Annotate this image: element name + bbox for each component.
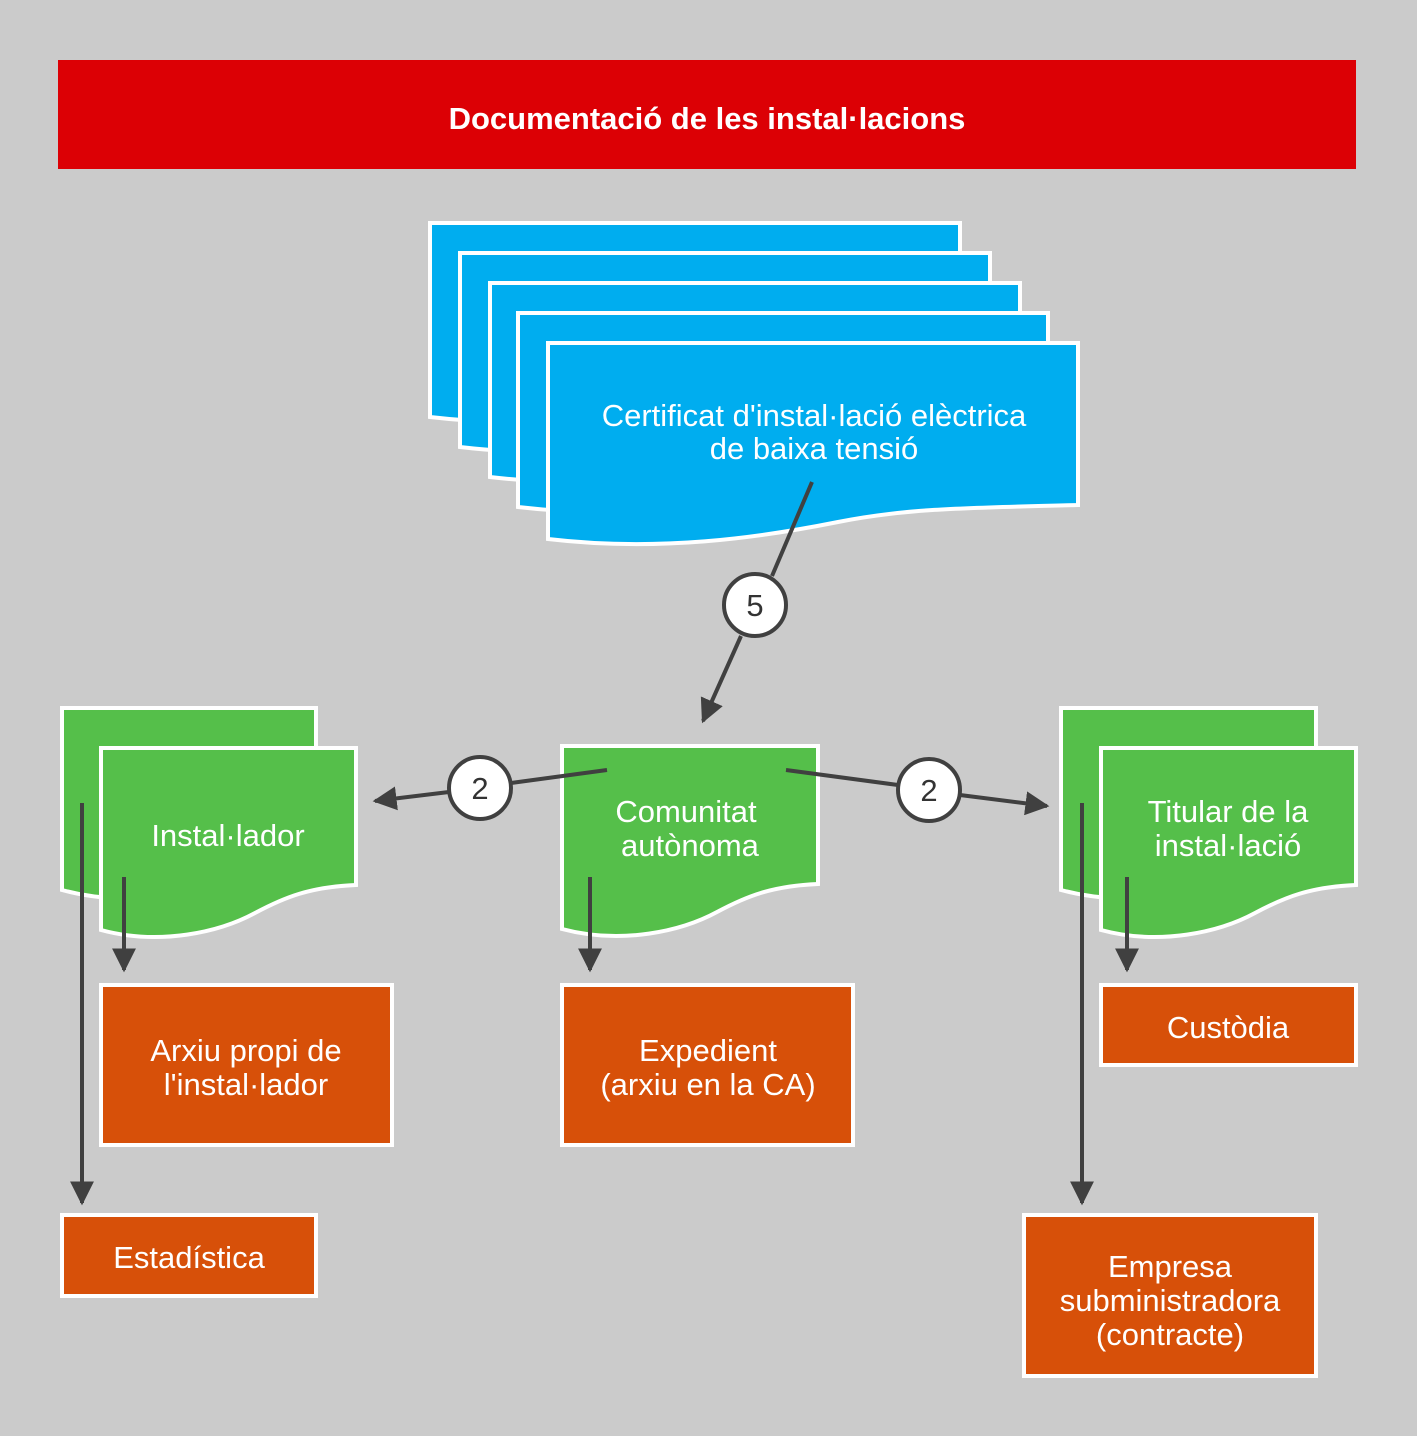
custody-box: Custòdia	[1099, 983, 1358, 1067]
step-circle-5	[722, 572, 788, 638]
installer-archive-box: Arxiu propi de l'instal·lador	[99, 983, 394, 1147]
certificate-label-line2: de baixa tensió	[710, 431, 919, 466]
installer-archive-line1: Arxiu propi de	[150, 1033, 341, 1068]
step-circle-2-owner	[896, 757, 962, 823]
step-number-2-installer: 2	[471, 771, 488, 806]
owner-document-stack: Titular de la instal·lació	[1059, 706, 1358, 939]
owner-label-line1: Titular de la	[1148, 794, 1310, 829]
connector-certificate-to-community: 5	[700, 481, 814, 724]
custody-label: Custòdia	[1167, 1010, 1290, 1045]
supplier-line3: (contracte)	[1096, 1317, 1244, 1352]
owner-document	[1099, 746, 1358, 939]
connector-community-to-owner: 2	[785, 757, 1050, 823]
title-banner: Documentació de les instal·lacions	[58, 60, 1356, 169]
file-line2: (arxiu en la CA)	[600, 1067, 815, 1102]
statistics-label: Estadística	[113, 1240, 265, 1275]
installer-document-stack: Instal·lador	[60, 706, 358, 939]
connector-community-to-installer: 2	[372, 755, 608, 821]
file-line1: Expedient	[639, 1033, 777, 1068]
supplier-box: Empresa subministradora (contracte)	[1022, 1213, 1318, 1378]
supplier-line1: Empresa	[1108, 1249, 1233, 1284]
installer-archive-line2: l'instal·lador	[164, 1067, 328, 1102]
certificate-label-line1: Certificat d'instal·lació elèctrica	[602, 398, 1027, 433]
page-title: Documentació de les instal·lacions	[449, 101, 966, 136]
community-label-line1: Comunitat	[615, 794, 757, 829]
certificate-document	[546, 341, 1080, 547]
community-shape	[560, 744, 820, 938]
statistics-box: Estadística	[60, 1213, 318, 1298]
supplier-line2: subministradora	[1060, 1283, 1281, 1318]
certificate-document-stack: Certificat d'instal·lació elèctrica de b…	[428, 221, 1080, 547]
installer-document	[99, 746, 358, 939]
step-number-5: 5	[746, 588, 763, 623]
community-document: Comunitat autònoma	[560, 744, 820, 938]
step-number-2-owner: 2	[920, 773, 937, 808]
community-label-line2: autònoma	[621, 828, 760, 863]
step-circle-2-installer	[447, 755, 513, 821]
file-box: Expedient (arxiu en la CA)	[560, 983, 855, 1147]
installer-label: Instal·lador	[151, 818, 304, 853]
owner-label-line2: instal·lació	[1155, 828, 1301, 863]
